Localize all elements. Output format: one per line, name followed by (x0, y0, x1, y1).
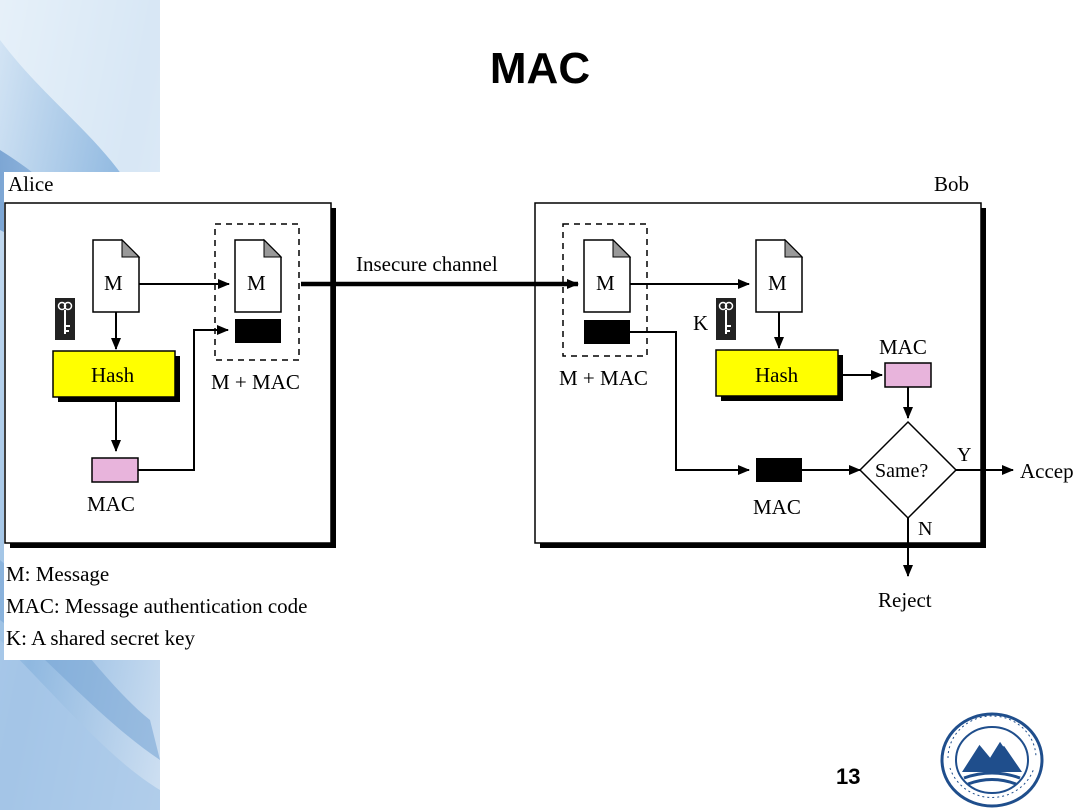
bob-computed-mac-label: MAC (879, 335, 927, 359)
alice-bundle-label: M + MAC (211, 370, 300, 394)
alice-message-document-icon (92, 238, 141, 313)
alice-mac-label: MAC (87, 492, 135, 516)
legend-item: MAC: Message authentication code (6, 594, 308, 618)
slide-title: MAC (489, 44, 591, 93)
alice-hash-box (52, 350, 180, 402)
reject-label: Reject (878, 588, 932, 612)
alice-hash-label: Hash (91, 363, 135, 387)
bob-received-mac-block (756, 458, 802, 482)
alice-message-letter: M (104, 271, 123, 295)
page-number: 13 (836, 764, 861, 789)
bob-hash-label: Hash (755, 363, 799, 387)
alice-bundle-mac-block (235, 319, 281, 343)
alice-label: Alice (8, 172, 53, 196)
bob-hash-box (715, 349, 843, 401)
bob-received-mac-path (630, 331, 750, 475)
bob-label: Bob (934, 172, 969, 196)
bob-received-mac-label: MAC (753, 495, 801, 519)
alice-mac-to-bundle-arrow (138, 325, 229, 471)
yes-label: Y (957, 444, 971, 466)
alice-bundle-message-letter: M (247, 271, 266, 295)
bob-bundle-message-letter: M (596, 271, 615, 295)
bob-bundle-label: M + MAC (559, 366, 648, 390)
bob-computed-mac-box (884, 362, 932, 388)
accept-label: Accep (1020, 459, 1074, 483)
alice-mac-box (91, 457, 139, 483)
insecure-channel-label: Insecure channel (356, 252, 498, 276)
alice-bundle-message-document-icon (234, 238, 283, 313)
university-seal-logo (940, 712, 1044, 808)
legend-item: K: A shared secret key (6, 626, 195, 650)
legend-item: M: Message (6, 562, 110, 586)
compare-label: Same? (875, 460, 928, 482)
no-label: N (918, 518, 932, 540)
legend: M: Message MAC: Message authentication c… (6, 558, 308, 654)
bob-bundle-dashed-box (562, 223, 648, 357)
bob-key-label: K (693, 311, 708, 335)
bob-message-document-icon (755, 238, 804, 313)
bob-message-letter: M (768, 271, 787, 295)
bob-key-icon (716, 298, 736, 340)
bob-bundle-mac-block (584, 320, 630, 344)
alice-key-icon (55, 298, 75, 340)
